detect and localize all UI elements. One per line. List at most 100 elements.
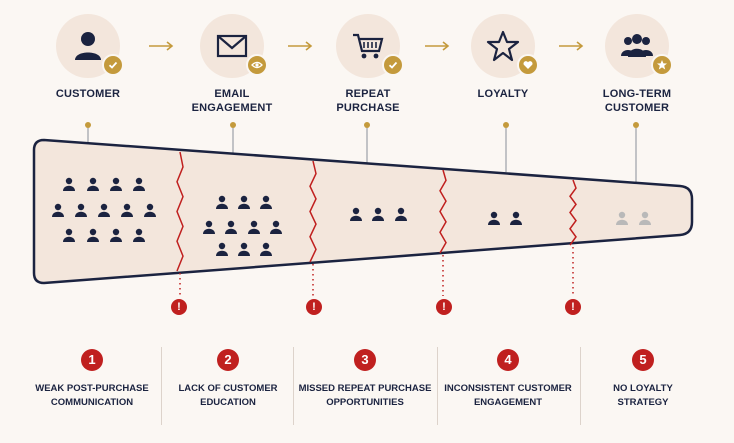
person-icon xyxy=(262,195,270,203)
person-icon xyxy=(374,207,382,215)
badge-star-icon xyxy=(651,54,673,76)
person-icon xyxy=(512,211,520,219)
funnel-body xyxy=(32,138,694,285)
person-icon xyxy=(135,177,143,185)
person-icon xyxy=(87,236,99,242)
person-icon xyxy=(397,207,405,215)
leak-crack xyxy=(309,160,317,263)
person-icon xyxy=(250,220,258,228)
column-divider xyxy=(293,347,294,425)
problem-label-5: NO LOYALTY STRATEGY xyxy=(613,383,673,408)
group-icon xyxy=(621,34,653,57)
leak-crack xyxy=(176,151,184,272)
connector-dot xyxy=(230,122,236,128)
badge-check-icon xyxy=(102,54,124,76)
person-icon xyxy=(112,177,120,185)
stage-label-repeat-purchase: REPEAT PURCHASE xyxy=(336,88,400,114)
arrow-right-icon xyxy=(559,41,584,51)
person-icon xyxy=(87,185,99,191)
person-icon xyxy=(270,228,282,234)
problem-label-1: WEAK POST-PURCHASE COMMUNICATION xyxy=(35,383,149,408)
problem-label-4: INCONSISTENT CUSTOMER ENGAGEMENT xyxy=(444,383,572,408)
warning-icon: ! xyxy=(306,299,322,315)
person-icon xyxy=(89,228,97,236)
stage-label-email: EMAIL ENGAGEMENT xyxy=(191,88,273,114)
problem-label-3: MISSED REPEAT PURCHASE OPPORTUNITIES xyxy=(298,383,432,408)
person-icon xyxy=(77,203,85,211)
connector-dot xyxy=(503,122,509,128)
person-icon xyxy=(639,219,651,225)
person-icon xyxy=(350,215,362,221)
person-icon xyxy=(238,250,250,256)
person-icon xyxy=(135,228,143,236)
person-icon xyxy=(112,228,120,236)
cart-icon xyxy=(353,33,384,59)
person-icon xyxy=(205,220,213,228)
arrow-right-icon xyxy=(149,41,174,51)
person-icon xyxy=(240,195,248,203)
column-divider xyxy=(437,347,438,425)
person-icon xyxy=(65,228,73,236)
warning-icon: ! xyxy=(436,299,452,315)
warning-icon: ! xyxy=(565,299,581,315)
person-icon xyxy=(240,242,248,250)
badge-heart-icon xyxy=(517,54,539,76)
column-divider xyxy=(161,347,162,425)
arrow-right-icon xyxy=(288,41,313,51)
person-icon xyxy=(490,211,498,219)
person-icon xyxy=(488,219,500,225)
problem-number-5: 5 xyxy=(632,349,654,371)
person-icon xyxy=(75,211,87,217)
leak-crack xyxy=(439,169,447,254)
stage-email-circle xyxy=(200,14,268,78)
problem-number-2: 2 xyxy=(217,349,239,371)
person-icon xyxy=(216,203,228,209)
person-icon xyxy=(121,211,133,217)
person-icon xyxy=(100,203,108,211)
person-icon xyxy=(616,219,628,225)
person-icon xyxy=(260,250,272,256)
person-icon xyxy=(65,177,73,185)
person-icon xyxy=(227,220,235,228)
person-icon xyxy=(395,215,407,221)
user-icon xyxy=(75,32,101,60)
person-icon xyxy=(54,203,62,211)
stage-repeat-purchase-circle xyxy=(336,14,404,78)
person-icon xyxy=(216,250,228,256)
person-icon xyxy=(260,203,272,209)
problem-number-4: 4 xyxy=(497,349,519,371)
person-icon xyxy=(133,236,145,242)
problem-label-2: LACK OF CUSTOMER EDUCATION xyxy=(178,383,278,408)
person-icon xyxy=(262,242,270,250)
envelope-icon xyxy=(216,34,248,58)
connector-dot xyxy=(633,122,639,128)
person-icon xyxy=(510,219,522,225)
connector-dot xyxy=(85,122,91,128)
arrow-right-icon xyxy=(425,41,450,51)
column-divider xyxy=(580,347,581,425)
person-icon xyxy=(272,220,280,228)
stage-customer-circle xyxy=(56,14,124,78)
person-icon xyxy=(218,242,226,250)
person-icon xyxy=(63,185,75,191)
problem-number-1: 1 xyxy=(81,349,103,371)
problem-number-3: 3 xyxy=(354,349,376,371)
stage-loyalty-circle xyxy=(471,14,539,78)
person-icon xyxy=(146,203,154,211)
person-icon xyxy=(89,177,97,185)
person-icon xyxy=(123,203,131,211)
stage-long-term-circle xyxy=(605,14,673,78)
person-icon xyxy=(352,207,360,215)
person-icon xyxy=(248,228,260,234)
person-icon xyxy=(218,195,226,203)
person-icon xyxy=(110,185,122,191)
person-icon xyxy=(144,211,156,217)
person-icon xyxy=(52,211,64,217)
person-icon xyxy=(618,211,626,219)
person-icon xyxy=(110,236,122,242)
person-icon xyxy=(372,215,384,221)
person-icon xyxy=(641,211,649,219)
badge-check-icon xyxy=(382,54,404,76)
